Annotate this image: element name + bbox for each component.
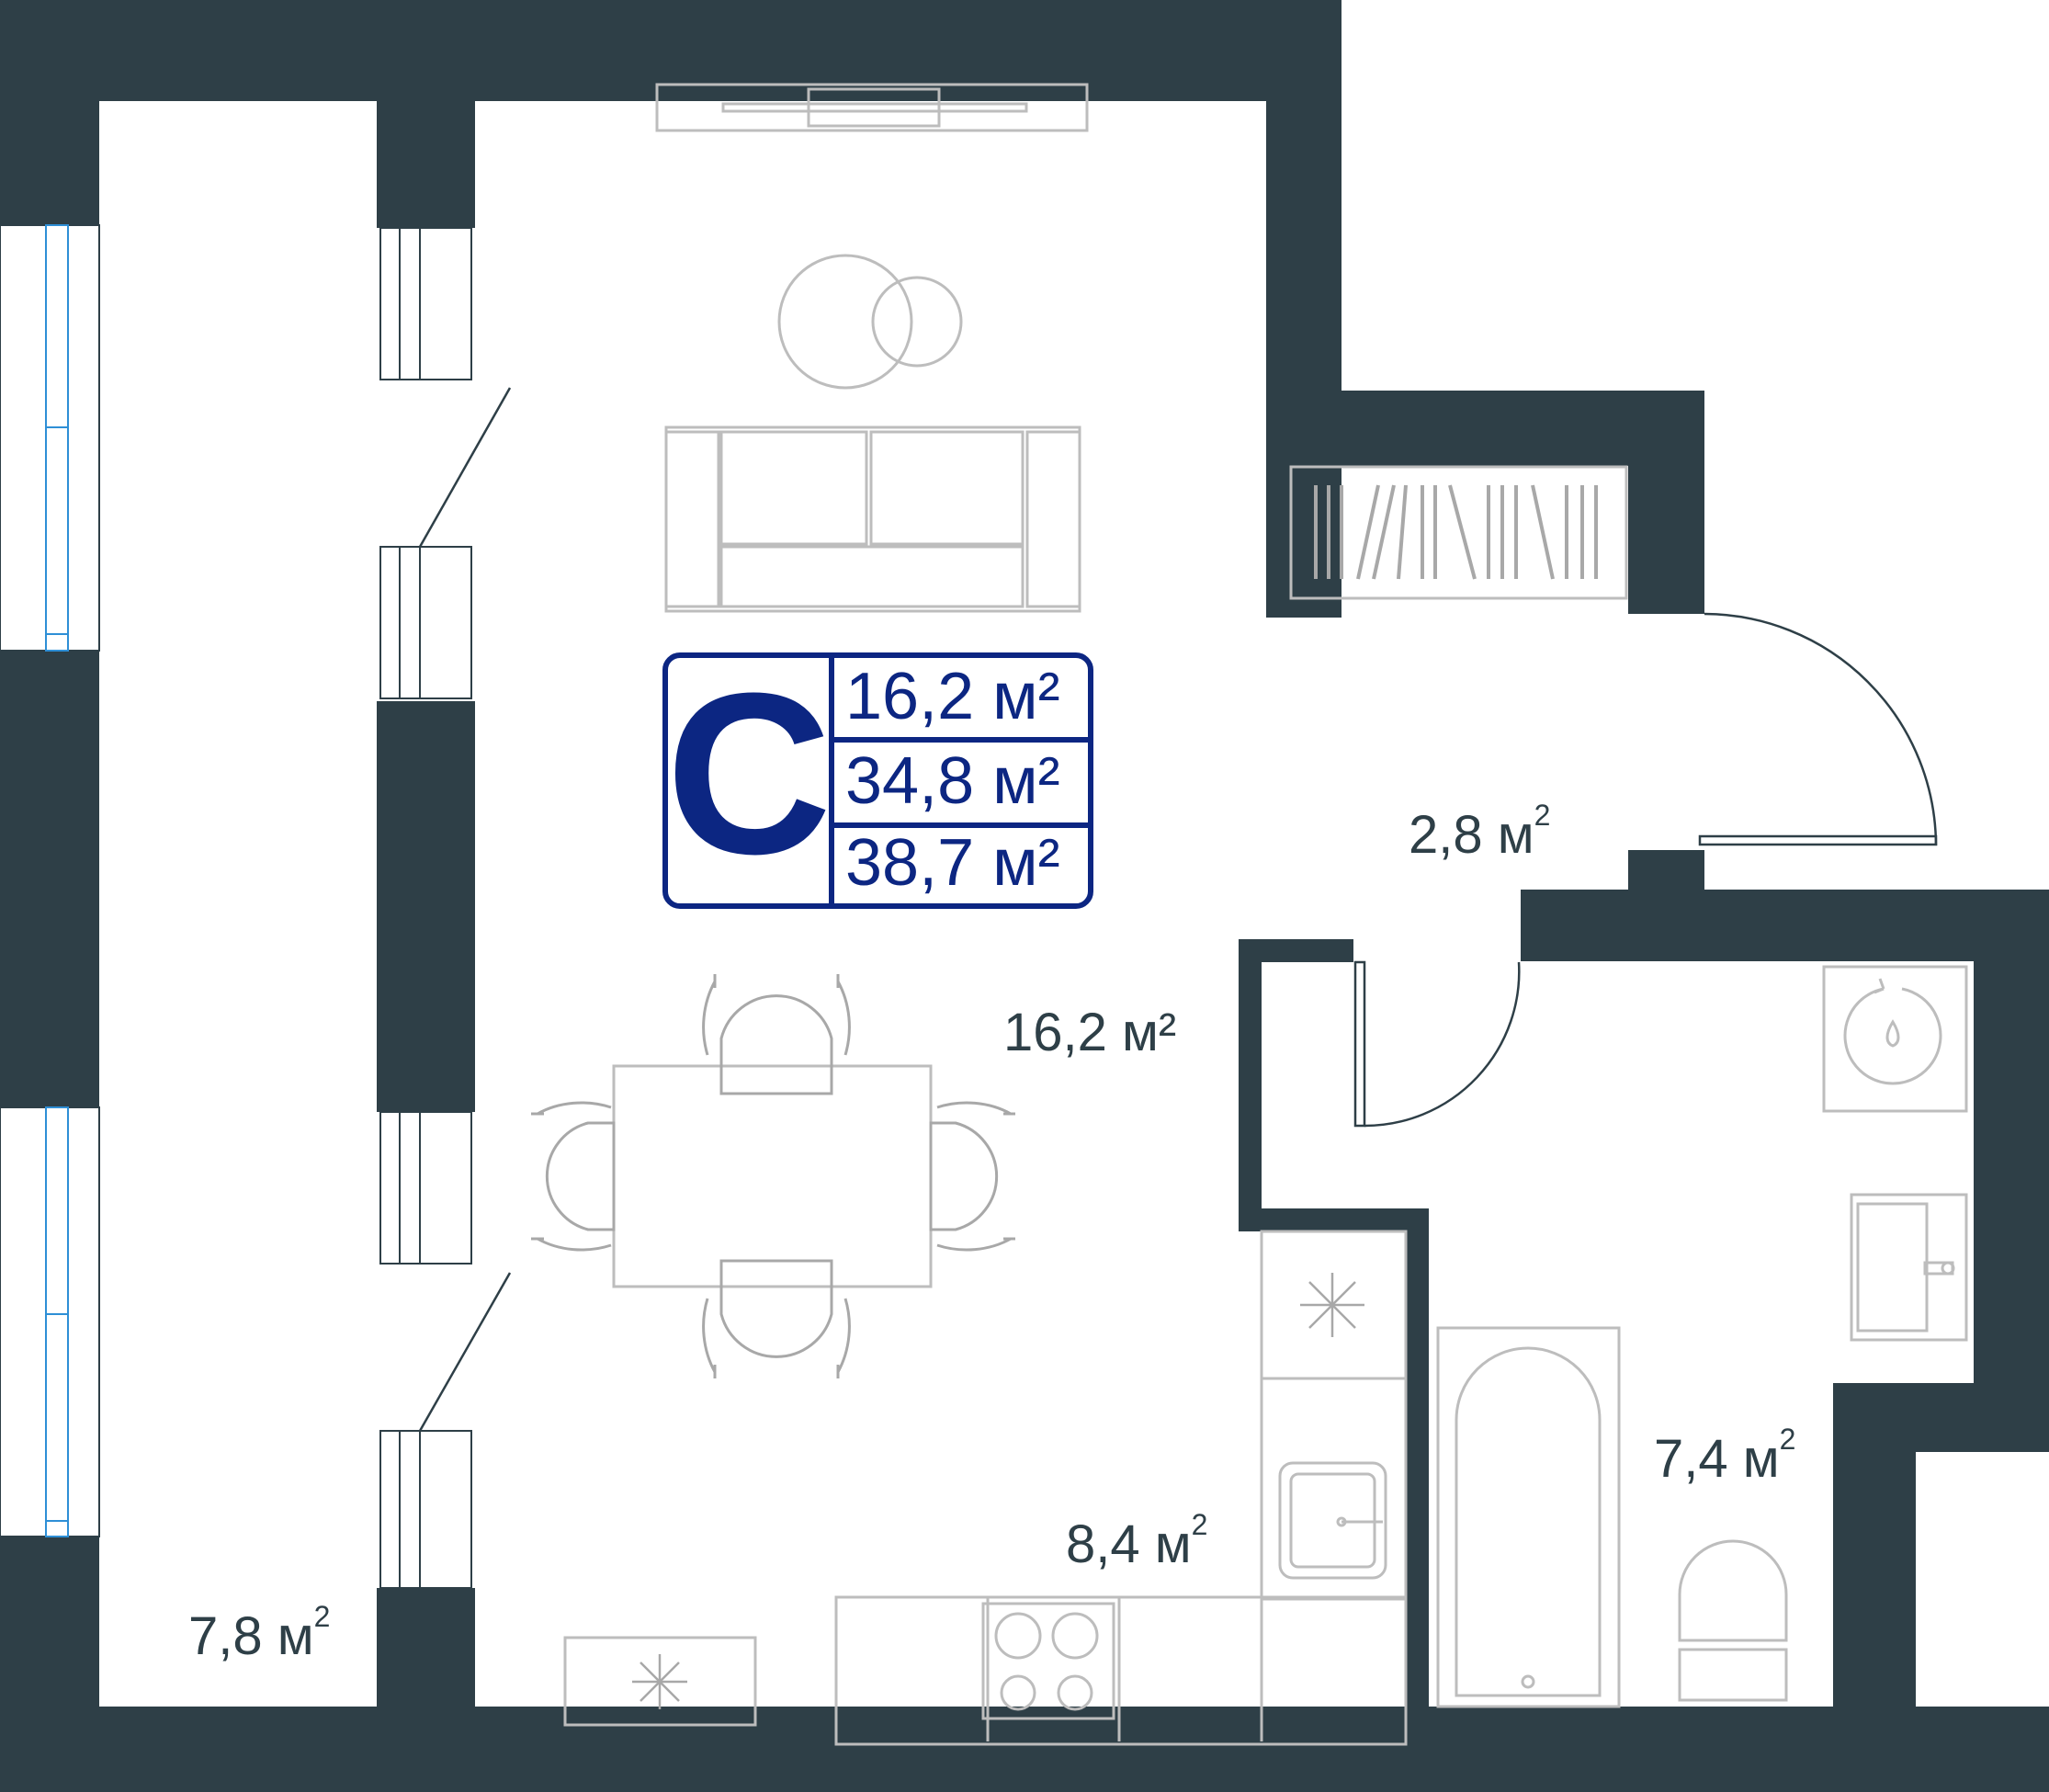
washbasin-icon <box>1850 1193 1968 1342</box>
bathroom-area: 7,4 м2 <box>1654 1423 1795 1489</box>
toilet-icon <box>1678 1539 1788 1702</box>
wardrobe-icon <box>1289 465 1628 600</box>
hall-area: 2,8 м2 <box>1409 799 1550 865</box>
bathtub-icon <box>1436 1326 1621 1708</box>
fridge-icon <box>1300 1273 1364 1337</box>
sink-icon <box>1278 1461 1387 1580</box>
sofa-icon <box>664 425 1081 613</box>
balcony-area: 7,8 м2 <box>188 1600 330 1666</box>
washing-machine-icon <box>1822 965 1968 1113</box>
balcony-doors <box>379 227 512 1589</box>
freezer-icon <box>563 1636 757 1727</box>
total-with-balcony-value: 38,7 м² <box>845 826 1060 900</box>
apartment-type-letter: C <box>666 645 832 902</box>
kitchen-area: 8,4 м2 <box>1066 1508 1207 1574</box>
total-area-value: 34,8 м² <box>845 744 1060 818</box>
kitchen-counter <box>834 1230 1408 1746</box>
doors <box>1353 612 1938 1128</box>
tv-stand-icon <box>655 83 1089 132</box>
left-windows <box>0 224 100 1537</box>
chair-icon <box>531 974 1015 1378</box>
dining-table-icon <box>612 1064 933 1288</box>
coffee-table-icon <box>777 254 963 390</box>
living-room-area: 16,2 м² <box>1003 1003 1176 1062</box>
stove-icon <box>981 1602 1115 1720</box>
area-badge: C 16,2 м² 34,8 м² 38,7 м² <box>662 645 1093 909</box>
living-area-value: 16,2 м² <box>845 660 1060 733</box>
